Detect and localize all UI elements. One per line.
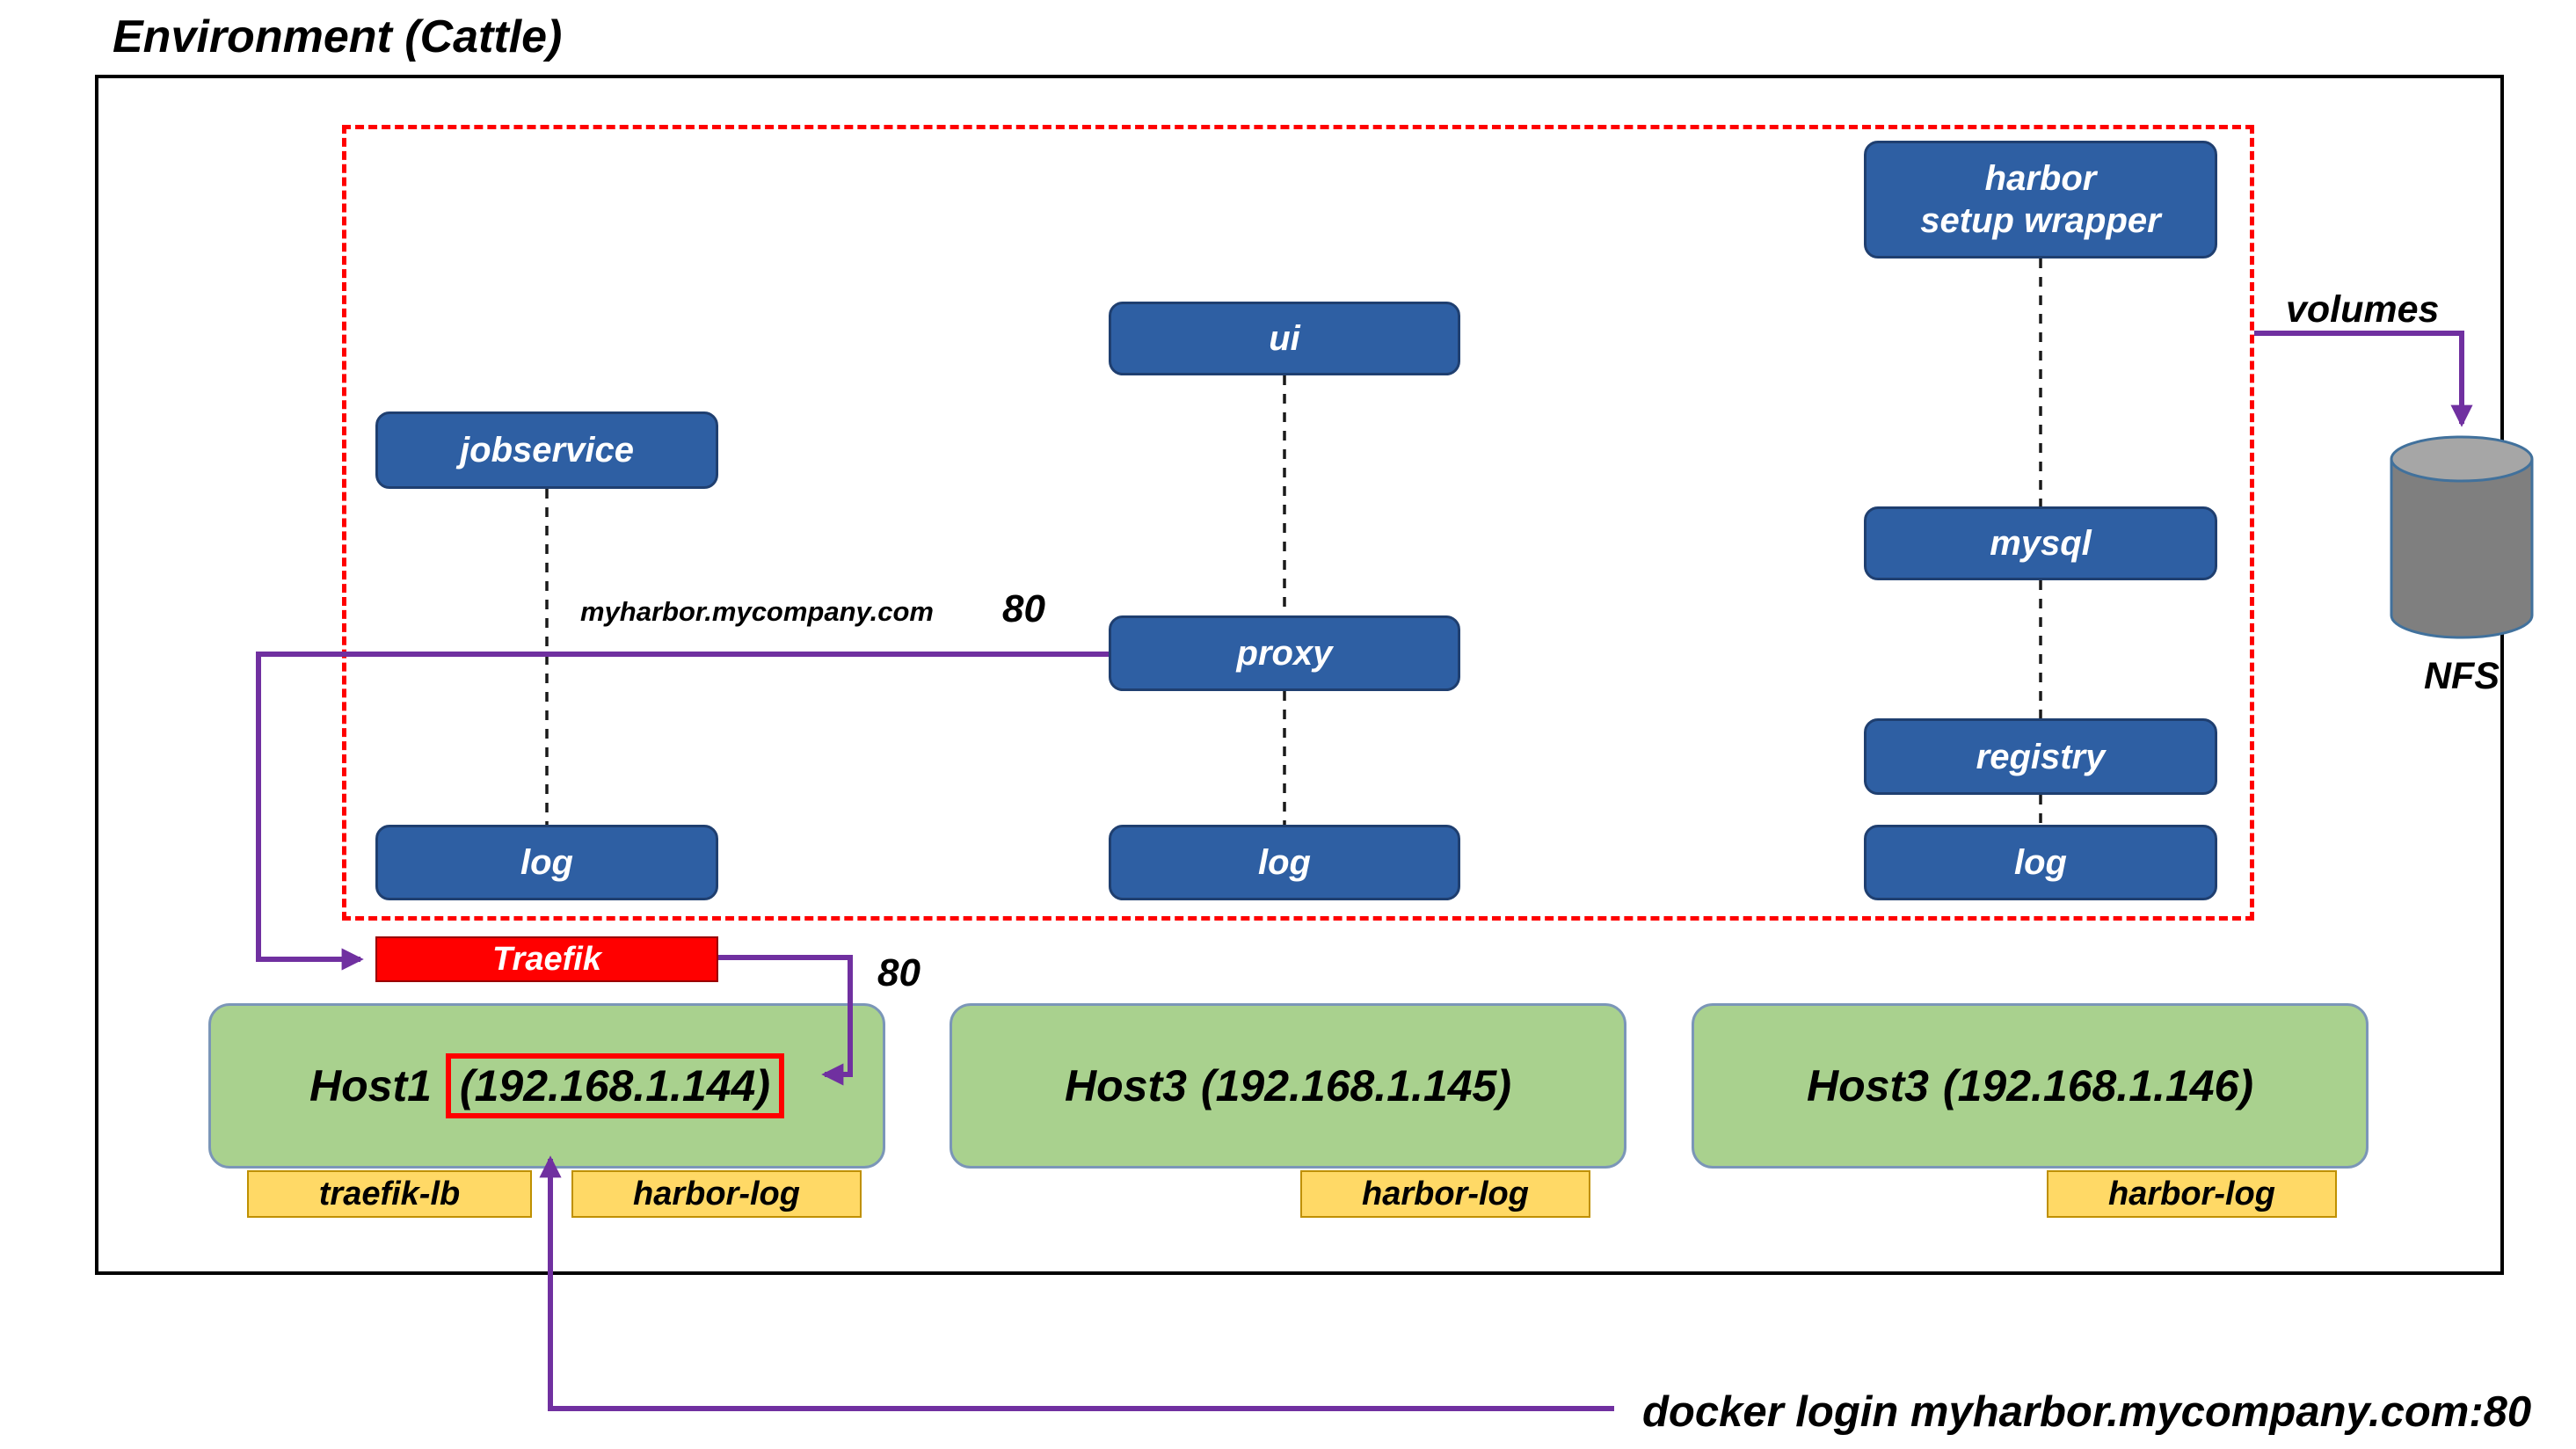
service-harbor-setup-wrapper: harbor setup wrapper xyxy=(1864,141,2217,258)
docker-login-label: docker login myharbor.mycompany.com:80 xyxy=(1642,1388,2532,1436)
host1-label: Host1 (192.168.1.144) xyxy=(309,1053,784,1118)
service-jobservice: jobservice xyxy=(375,411,718,489)
host-tag-harbor-log-2: harbor-log xyxy=(1300,1170,1590,1218)
harbor-stack-boundary xyxy=(342,125,2254,921)
host3-label: Host3 (192.168.1.146) xyxy=(1807,1060,2253,1111)
host2-ip: (192.168.1.145) xyxy=(1200,1061,1511,1110)
service-registry: registry xyxy=(1864,718,2217,795)
host1-name: Host1 xyxy=(309,1061,432,1110)
service-proxy: proxy xyxy=(1109,615,1460,691)
diagram-title: Environment (Cattle) xyxy=(113,11,563,62)
host-box-2: Host3 (192.168.1.145) xyxy=(950,1003,1626,1169)
domain-label: myharbor.mycompany.com xyxy=(580,596,934,627)
service-ui: ui xyxy=(1109,302,1460,375)
host3-ip: (192.168.1.146) xyxy=(1942,1061,2253,1110)
host-box-3: Host3 (192.168.1.146) xyxy=(1692,1003,2369,1169)
nfs-label: NFS xyxy=(2424,655,2500,697)
volumes-label: volumes xyxy=(2286,288,2440,331)
service-mysql: mysql xyxy=(1864,506,2217,580)
host2-name: Host3 xyxy=(1065,1061,1187,1110)
traefik-box: Traefik xyxy=(375,936,718,982)
proxy-port-label: 80 xyxy=(1002,587,1045,630)
host-tag-harbor-log-1: harbor-log xyxy=(571,1170,862,1218)
traefik-port-label: 80 xyxy=(877,951,921,994)
host2-label: Host3 (192.168.1.145) xyxy=(1065,1060,1511,1111)
host-tag-traefik-lb: traefik-lb xyxy=(247,1170,532,1218)
service-label-line1: harbor xyxy=(1984,159,2097,198)
service-label-line2: setup wrapper xyxy=(1920,201,2161,240)
host1-ip-highlight-box: (192.168.1.144) xyxy=(445,1053,784,1118)
host-box-1: Host1 (192.168.1.144) xyxy=(208,1003,885,1169)
service-log-right: log xyxy=(1864,825,2217,900)
host-tag-harbor-log-3: harbor-log xyxy=(2047,1170,2337,1218)
service-log-left: log xyxy=(375,825,718,900)
host3-name: Host3 xyxy=(1807,1061,1929,1110)
service-log-middle: log xyxy=(1109,825,1460,900)
